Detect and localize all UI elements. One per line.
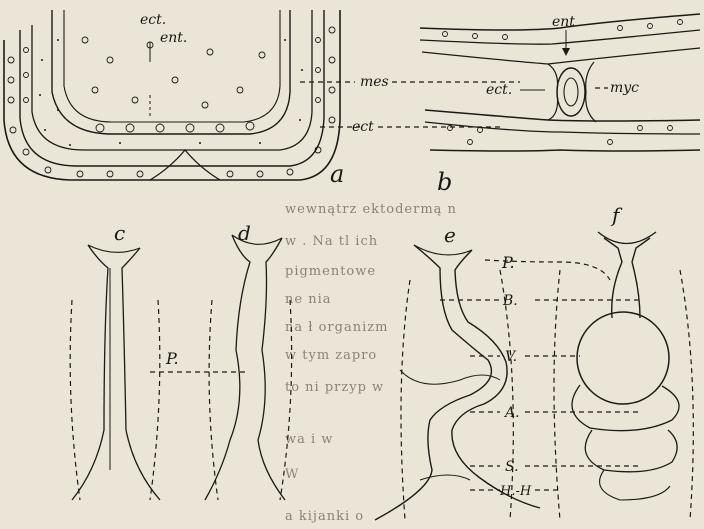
bg-line-4: ne nia	[285, 292, 331, 307]
panel-e-heart-loop: e	[375, 223, 540, 520]
panel-c-heart-tube: c	[70, 221, 160, 500]
panel-a-label-ent: ent.	[160, 30, 187, 46]
panel-f-label-S: S.	[505, 459, 519, 475]
panel-a-section-drawing: ect. ent. mes ect a	[4, 10, 520, 188]
panel-a-label-mes: mes	[360, 74, 389, 90]
panel-f-label-H: H.-H	[499, 484, 532, 499]
bg-line-9: W	[285, 467, 299, 482]
panel-e-letter: e	[444, 223, 456, 247]
panel-d-label-P: P.	[165, 349, 179, 368]
panel-b-section-drawing: ent ect. myc b	[420, 14, 700, 196]
bg-line-3: pigmentowe	[285, 264, 376, 279]
bg-line-6: w tym zapro	[285, 348, 377, 363]
panel-a-letter: a	[330, 160, 344, 188]
panel-f-label-V: V.	[505, 349, 517, 365]
panel-d-heart-tube: P. d	[150, 221, 292, 500]
panel-b-label-ect: ect.	[486, 82, 512, 98]
panel-a-label-ect: ect.	[140, 12, 166, 28]
panel-b-letter: b	[437, 168, 452, 196]
panel-f-label-A: A.	[503, 405, 520, 421]
panel-f-letter: f	[610, 203, 623, 227]
bg-line-2: w . Na tl ich	[285, 234, 378, 249]
bg-line-8: wa i w	[285, 432, 333, 447]
bg-line-5: na ł organizm	[285, 320, 388, 335]
panel-b-label-myc: myc	[610, 80, 639, 96]
bg-line-1: wewnątrz ektodermą n	[285, 202, 457, 217]
panel-d-letter: d	[238, 221, 251, 245]
bg-line-10: a kijanki o	[285, 509, 364, 524]
panel-f-label-P: P.	[501, 253, 515, 272]
panel-c-letter: c	[114, 221, 125, 245]
panel-f-label-B: B.	[502, 293, 518, 309]
bg-line-7: to ni przyp w	[285, 380, 384, 395]
panel-a-label-ect2: ect	[352, 119, 374, 135]
panel-b-label-ent: ent	[552, 14, 575, 30]
